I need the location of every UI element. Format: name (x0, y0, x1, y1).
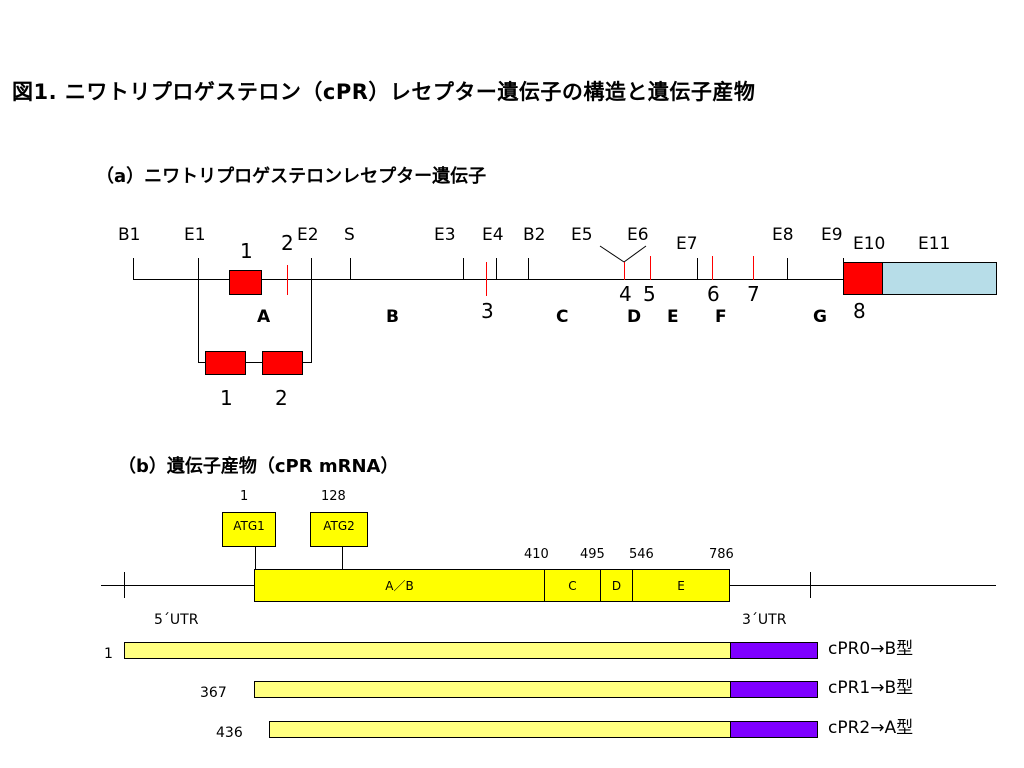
region-a: A (257, 307, 271, 327)
site-label-e3: E3 (434, 225, 456, 245)
isoform-1-utr3 (730, 681, 818, 698)
isoform-1-start: 367 (200, 685, 227, 701)
atg1-box: ATG1 (222, 512, 276, 547)
site-label-e4: E4 (482, 225, 504, 245)
exon-8-box (843, 262, 883, 295)
site-label-e10: E10 (853, 234, 886, 254)
position-495: 495 (580, 547, 605, 562)
isoform-2-utr3 (730, 721, 818, 738)
isoform-2-label: cPR2→A型 (828, 718, 914, 738)
site-tick-e8 (787, 258, 788, 279)
region-e: E (667, 307, 679, 327)
atg1-position: 1 (240, 489, 249, 504)
exon-8-utr-box (882, 262, 997, 295)
site-label-b2: B2 (523, 225, 546, 245)
exon-5-mark (650, 256, 651, 280)
subclone-exon-2-label: 2 (275, 386, 288, 410)
region-d: D (627, 307, 642, 327)
subclone-exon-1-label: 1 (220, 386, 233, 410)
atg2-connector (342, 547, 343, 569)
utr5-label: 5´UTR (154, 612, 199, 628)
site-label-e8: E8 (772, 225, 794, 245)
domain-ab-box: A／B (254, 569, 545, 602)
region-g: G (813, 307, 827, 327)
atg1-connector (255, 547, 256, 569)
domain-d-box: D (600, 569, 633, 602)
position-786: 786 (709, 547, 734, 562)
domain-e-box: E (632, 569, 730, 602)
exon-7-label: 7 (747, 282, 760, 306)
exon-6-label: 6 (707, 282, 720, 306)
site-tick-s (350, 258, 351, 279)
exon-4-mark (624, 262, 625, 280)
exon-4-label: 4 (619, 282, 632, 306)
site-label-e5: E5 (571, 225, 593, 245)
isoform-0-label: cPR0→B型 (828, 639, 914, 659)
isoform-0-start: 1 (104, 646, 113, 662)
subclone-exon-1-box (205, 351, 246, 375)
exon-2-label: 2 (281, 231, 294, 255)
site-tick-b1 (133, 258, 134, 279)
region-b: B (386, 307, 399, 327)
exon-8-label: 8 (853, 299, 866, 323)
subclone-bracket-left (198, 279, 199, 362)
site-label-e1: E1 (184, 225, 206, 245)
atg2-position: 128 (321, 489, 346, 504)
utr3-label: 3´UTR (742, 612, 787, 628)
subclone-bracket-right (311, 279, 312, 362)
isoform-1-bar (254, 681, 731, 698)
subclone-exon-2-box (262, 351, 303, 375)
exon-6-mark (712, 256, 713, 280)
exon-2-mark (287, 265, 288, 295)
isoform-0-bar (124, 642, 731, 659)
exon-3-label: 3 (481, 299, 494, 323)
site-tick-e2 (311, 258, 312, 279)
atg2-box: ATG2 (310, 512, 368, 547)
site-label-e6: E6 (627, 225, 649, 245)
site-tick-e1 (198, 258, 199, 279)
site-tick-e4 (496, 258, 497, 279)
isoform-1-label: cPR1→B型 (828, 678, 914, 698)
site-label-s: S (344, 225, 355, 245)
domain-c-box: C (544, 569, 601, 602)
site-tick-e7 (697, 258, 698, 279)
site-label-e11: E11 (918, 234, 951, 254)
isoform-2-start: 436 (216, 725, 243, 741)
exon-7-mark (753, 256, 754, 280)
gene-line (133, 279, 845, 280)
site-label-e2: E2 (297, 225, 319, 245)
region-c: C (556, 307, 569, 327)
gene-structure-subtitle: （a）ニワトリプロゲステロンレセプター遺伝子 (96, 166, 487, 187)
mrna-tick-right (810, 572, 811, 598)
isoform-0-utr3 (730, 642, 818, 659)
gene-product-subtitle: （b）遺伝子産物（cPR mRNA） (118, 456, 399, 477)
region-f: F (715, 307, 727, 327)
position-410: 410 (524, 547, 549, 562)
site-label-e7: E7 (676, 234, 698, 254)
site-tick-b2 (528, 258, 529, 279)
exon-5-label: 5 (643, 282, 656, 306)
site-tick-e3 (463, 258, 464, 279)
site-label-e9: E9 (821, 225, 843, 245)
mrna-tick-left (124, 572, 125, 598)
site-label-b1: B1 (118, 225, 141, 245)
subclone-line (198, 362, 312, 363)
exon-1-label: 1 (240, 239, 253, 263)
position-546: 546 (629, 547, 654, 562)
exon-3-mark (486, 262, 487, 296)
isoform-2-bar (269, 721, 731, 738)
figure-title: 図1. ニワトリプロゲステロン（cPR）レセプター遺伝子の構造と遺伝子産物 (12, 80, 756, 104)
exon-1-box (229, 270, 262, 295)
